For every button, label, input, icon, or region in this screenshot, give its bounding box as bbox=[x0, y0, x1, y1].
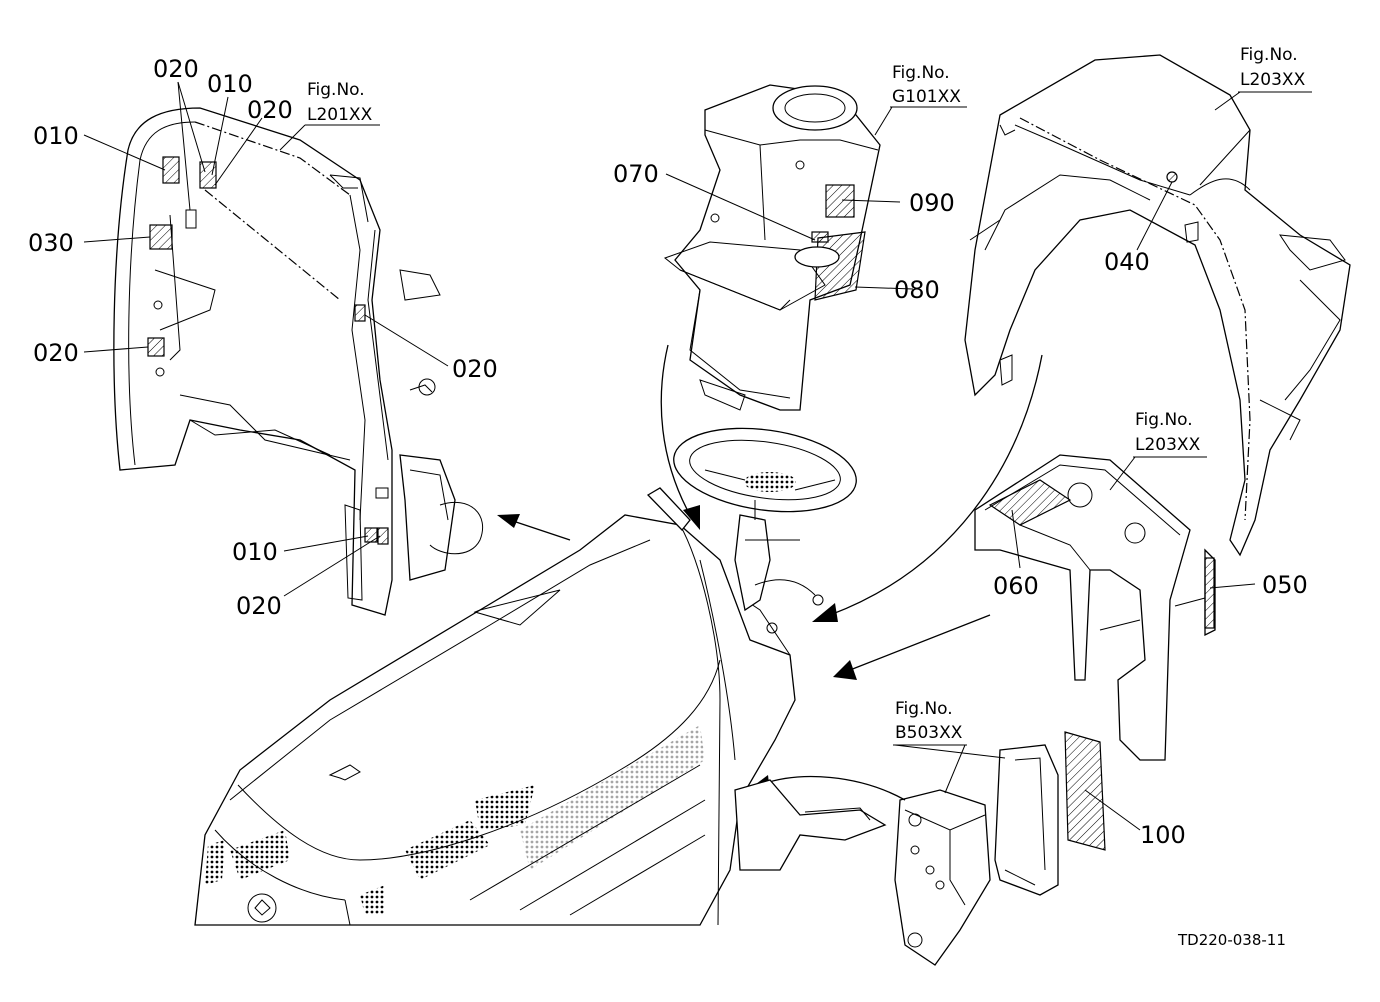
callout-label: 010 bbox=[207, 70, 253, 98]
fig-ref-title: Fig.No. bbox=[1240, 45, 1298, 65]
callout-label: 050 bbox=[1262, 571, 1308, 599]
callout-label: 020 bbox=[153, 55, 199, 83]
fig-ref-code: L203XX bbox=[1240, 70, 1306, 90]
callout-label: 070 bbox=[613, 160, 659, 188]
callout-label: 020 bbox=[247, 96, 293, 124]
fig-ref-code: L201XX bbox=[307, 105, 373, 125]
callout-label: 040 bbox=[1104, 248, 1150, 276]
callout-label: 030 bbox=[28, 229, 74, 257]
dash-panel-cover bbox=[663, 84, 881, 411]
fig-ref-l203-top: Fig.No. L203XX bbox=[1238, 45, 1312, 93]
fig-ref-title: Fig.No. bbox=[895, 699, 953, 719]
arrow-dash-cover bbox=[660, 344, 700, 530]
fig-ref-code: B503XX bbox=[895, 723, 963, 743]
callout-label: 010 bbox=[232, 538, 278, 566]
left-side-panel bbox=[113, 107, 484, 616]
hood-fender-cover bbox=[964, 54, 1351, 557]
step-floor-panel bbox=[974, 454, 1216, 761]
callout-label: 060 bbox=[993, 572, 1039, 600]
arrow-left-panel bbox=[497, 514, 571, 541]
leader-lines bbox=[83, 81, 1256, 831]
fig-ref-l203-mid: Fig.No. L203XX bbox=[1133, 410, 1207, 458]
fig-ref-title: Fig.No. bbox=[307, 80, 365, 100]
callout-label: 020 bbox=[236, 592, 282, 620]
bracket-parts bbox=[894, 731, 1106, 966]
callout-label: 010 bbox=[33, 122, 79, 150]
callout-label: 100 bbox=[1140, 821, 1186, 849]
callout-label: 020 bbox=[452, 355, 498, 383]
fig-ref-code: G101XX bbox=[892, 87, 961, 107]
callout-label: 090 bbox=[909, 189, 955, 217]
drawing-code: TD220-038-11 bbox=[1177, 931, 1286, 949]
fig-ref-title: Fig.No. bbox=[892, 63, 950, 83]
callout-label: 020 bbox=[33, 339, 79, 367]
tractor-body bbox=[194, 427, 887, 926]
fig-ref-b503: Fig.No. B503XX bbox=[893, 699, 967, 746]
arrow-hood-cover bbox=[812, 354, 1043, 622]
fig-ref-title: Fig.No. bbox=[1135, 410, 1193, 430]
fig-ref-g101: Fig.No. G101XX bbox=[890, 63, 967, 108]
callout-label: 080 bbox=[894, 276, 940, 304]
arrow-step-panel bbox=[833, 614, 991, 680]
fig-ref-code: L203XX bbox=[1135, 435, 1201, 455]
fig-ref-l201: Fig.No. L201XX bbox=[305, 80, 380, 126]
